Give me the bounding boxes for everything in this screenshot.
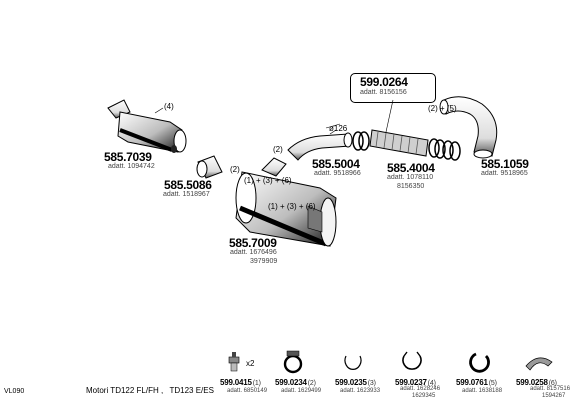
part-sub-585-7009-a: adatt. 1676496	[230, 249, 277, 256]
small-part-599-0258[interactable]: 599.0258(6)	[516, 378, 557, 387]
clamp-icon	[283, 350, 303, 374]
small-part-sub-599-0237-a: adatt. 1628246	[400, 386, 441, 392]
bolt-qty-extra: x2	[246, 359, 255, 368]
part-sub-585-5086: adatt. 1518967	[163, 191, 210, 198]
part-number-585-5086[interactable]: 585.5086	[164, 178, 212, 192]
part-box-599-0264	[350, 73, 436, 103]
small-part-qty: (1)	[252, 380, 261, 387]
small-part-sub-599-0761: adatt. 1638188	[462, 388, 503, 394]
small-part-599-0761[interactable]: 599.0761(5)	[456, 378, 497, 387]
silencer-585-7009-drawing[interactable]	[235, 157, 337, 247]
part-number-599-0264[interactable]: 599.0264	[360, 75, 408, 89]
band-clamp-icon	[402, 351, 422, 370]
part-number-585-7009[interactable]: 585.7009	[229, 236, 277, 250]
small-part-599-0415[interactable]: 599.0415(1)	[220, 378, 261, 387]
part-number-585-7039[interactable]: 585.7039	[104, 150, 152, 164]
small-part-id: 599.0234	[275, 378, 307, 387]
pipe-585-5004-drawing[interactable]	[287, 123, 353, 161]
part-number-585-1059[interactable]: 585.1059	[481, 157, 529, 171]
footer-code: VL090	[4, 388, 25, 395]
small-part-qty: (4)	[427, 380, 436, 387]
hose-clamp-icon	[469, 352, 490, 373]
label-585-7009-ref: (2)	[230, 165, 240, 174]
part-sub-585-4004-b: 8156350	[397, 183, 425, 190]
bracket-icon	[525, 357, 553, 371]
label-585-7009-inner-b: (1) + (3) + (6)	[268, 202, 316, 211]
label-585-7009-inner-a: (1) + (3) + (6)	[244, 176, 292, 185]
small-part-id: 599.0237	[395, 378, 427, 387]
label-585-7039-ref: (4)	[164, 102, 174, 111]
small-part-sub-599-0234: adatt. 1629499	[281, 388, 322, 394]
bolt-icon	[228, 352, 240, 372]
part-number-585-5004[interactable]: 585.5004	[312, 157, 360, 171]
small-part-qty: (6)	[548, 380, 557, 387]
label-585-1059-ref: (2) + (5)	[428, 104, 457, 113]
small-part-id: 599.0415	[220, 378, 252, 387]
part-number-585-4004[interactable]: 585.4004	[387, 161, 435, 175]
small-part-qty: (2)	[307, 380, 316, 387]
silencer-585-7039-drawing[interactable]	[107, 99, 187, 153]
part-sub-585-1059: adatt. 9518965	[481, 170, 528, 177]
footer-model-b: TD123 E/ES	[169, 386, 214, 395]
small-part-sub-599-0237-b: 1629345	[412, 393, 436, 399]
small-part-599-0237[interactable]: 599.0237(4)	[395, 378, 436, 387]
small-part-sub-599-0415: adatt. 6850149	[227, 388, 268, 394]
part-sub-585-5004: adatt. 9518966	[314, 170, 361, 177]
small-part-sub-599-0235: adatt. 1623933	[340, 388, 381, 394]
pipe-585-5086-drawing[interactable]	[196, 155, 223, 179]
small-part-sub-599-0258-a: adatt. 8157516	[530, 386, 571, 392]
footer-model-a: Motori TD122 FL/FH	[86, 386, 159, 395]
ring-clamp-icon	[344, 355, 362, 370]
part-sub-585-7009-b: 3979909	[250, 258, 278, 265]
small-part-qty: (3)	[367, 380, 376, 387]
label-585-5004-ref: (2)	[273, 145, 283, 154]
small-part-id: 599.0258	[516, 378, 548, 387]
pipe-585-1059-drawing[interactable]	[439, 96, 498, 159]
small-part-qty: (5)	[488, 380, 497, 387]
footer-sep: ,	[161, 386, 164, 395]
flex-pipe-585-4004-drawing[interactable]	[352, 129, 461, 161]
small-part-599-0234[interactable]: 599.0234(2)	[275, 378, 316, 387]
leader-lines	[329, 99, 394, 135]
small-part-599-0235[interactable]: 599.0235(3)	[335, 378, 376, 387]
footer-models: Motori TD122 FL/FH , TD123 E/ES	[86, 386, 214, 395]
part-sub-585-7039: adatt. 1094742	[108, 163, 155, 170]
part-sub-599-0264: adatt. 8156156	[360, 89, 407, 96]
small-part-sub-599-0258-b: 1594267	[542, 393, 566, 399]
small-part-id: 599.0761	[456, 378, 488, 387]
small-part-id: 599.0235	[335, 378, 367, 387]
part-sub-585-4004-a: adatt. 1078110	[387, 174, 434, 181]
label-585-5004-diam: ø126	[329, 124, 348, 133]
